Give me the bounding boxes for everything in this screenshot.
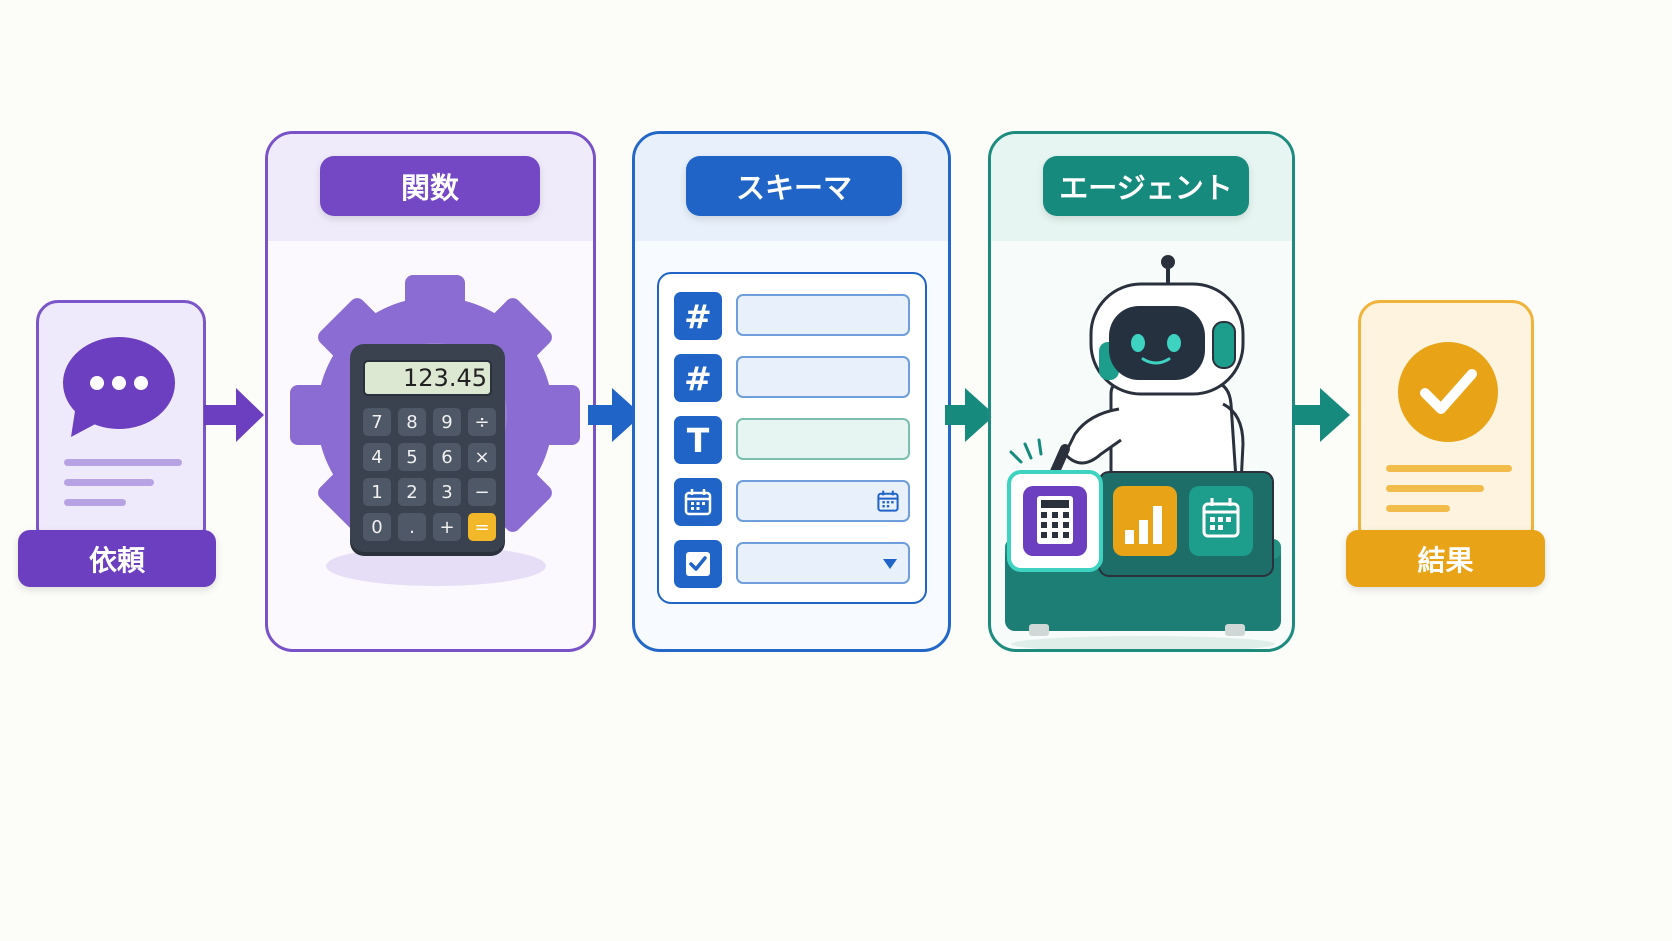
schema-field-number: #: [659, 354, 925, 402]
calculator-display-value: 123.45: [403, 364, 487, 392]
number-input[interactable]: [736, 356, 910, 398]
text-line: [64, 499, 126, 506]
text-line: [1386, 505, 1450, 512]
schema-field-date: [659, 478, 925, 526]
calculator-key: 7: [363, 408, 391, 436]
calculator-key: +: [433, 513, 461, 541]
result-label: 結果: [1346, 530, 1545, 587]
calculator-key: 9: [433, 408, 461, 436]
speech-bubble-icon: [63, 337, 175, 437]
schema-field-checkbox: [659, 540, 925, 588]
schema-field-text: T: [659, 416, 925, 464]
hash-icon: #: [674, 292, 722, 340]
calculator-key: 3: [433, 478, 461, 506]
text-line: [64, 479, 154, 486]
request-label: 依頼: [18, 530, 216, 587]
text-line: [64, 459, 182, 466]
calculator-key: 1: [363, 478, 391, 506]
arrow-right-icon: [1292, 388, 1350, 442]
calculator-key: =: [468, 513, 496, 541]
hash-icon: #: [674, 354, 722, 402]
number-input[interactable]: [736, 294, 910, 336]
function-title: 関数: [320, 156, 540, 216]
schema-panel: スキーマ # # T: [632, 131, 951, 652]
calculator-key: 8: [398, 408, 426, 436]
checkbox-icon: [674, 540, 722, 588]
chevron-down-icon[interactable]: [882, 558, 898, 570]
select-input[interactable]: [736, 542, 910, 584]
calendar-icon: [674, 478, 722, 526]
agent-panel: エージェント: [988, 131, 1295, 652]
calculator-key: ÷: [468, 408, 496, 436]
check-circle-icon: [1398, 342, 1498, 442]
text-line: [1386, 465, 1512, 472]
date-input[interactable]: [736, 480, 910, 522]
calculator-key: 0: [363, 513, 391, 541]
calculator-display: [363, 360, 492, 396]
calculator-key: 2: [398, 478, 426, 506]
calculator-key: 5: [398, 443, 426, 471]
text-type-icon: T: [674, 416, 722, 464]
calculator-key: .: [398, 513, 426, 541]
arrow-right-icon: [204, 388, 264, 442]
calculator-key: 6: [433, 443, 461, 471]
agent-title: エージェント: [1043, 156, 1249, 216]
text-input[interactable]: [736, 418, 910, 460]
calculator-key: ×: [468, 443, 496, 471]
calculator-key: −: [468, 478, 496, 506]
schema-title: スキーマ: [686, 156, 902, 216]
request-card: [36, 300, 206, 550]
text-line: [1386, 485, 1484, 492]
arrow-right-icon: [588, 388, 642, 442]
calculator-key: 4: [363, 443, 391, 471]
schema-field-number: #: [659, 292, 925, 340]
schema-form: # # T: [657, 272, 927, 604]
result-card: [1358, 300, 1534, 550]
calendar-icon[interactable]: [876, 489, 900, 513]
arrow-right-icon: [945, 388, 995, 442]
robot-icon: [1005, 255, 1281, 649]
